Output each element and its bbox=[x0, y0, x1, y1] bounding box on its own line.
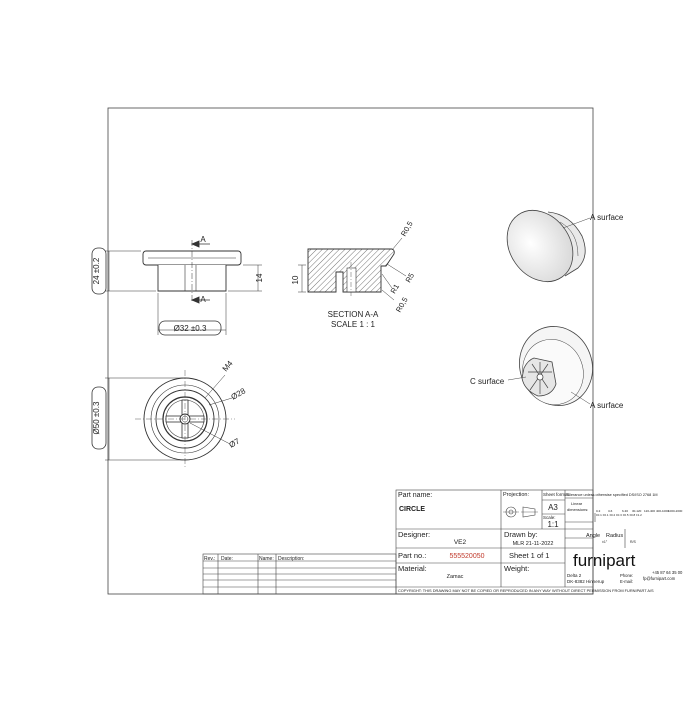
section-caption: SECTION A-A bbox=[328, 310, 379, 319]
tol-values: ±0.1 ±0.1 ±0.2 ±0.3 ±0.5 ±0.8 ±1.2 bbox=[596, 514, 642, 517]
tolerance-title: Tolerance unless otherwise specified DS/… bbox=[566, 493, 658, 497]
linear-label: Linear bbox=[571, 501, 583, 506]
sheet-format-label: Sheet format: bbox=[543, 492, 570, 497]
iso-lower-a-surface: A surface bbox=[590, 401, 624, 410]
weight-label: Weight: bbox=[504, 564, 529, 573]
tol-value: ±0.1 bbox=[602, 513, 609, 517]
material-label: Material: bbox=[398, 564, 427, 573]
part-no-label: Part no.: bbox=[398, 551, 426, 560]
part-no-value: 555520050 bbox=[449, 553, 484, 560]
angle-label: Angle bbox=[586, 533, 600, 539]
sheet-border bbox=[107, 107, 594, 595]
company-address-1: Delta 2 bbox=[567, 573, 582, 578]
designer-label: Designer: bbox=[398, 530, 430, 539]
bottom-inner-dim: Ø7 bbox=[228, 436, 242, 449]
tolerance-table: 0-3 3-6 6-30 30-120 120-400 400-1000 100… bbox=[596, 509, 683, 513]
drawn-by-label: Drawn by: bbox=[504, 530, 538, 539]
tol-value: ±0.3 bbox=[616, 513, 622, 517]
company-address-2: DK-8382 Hinnerup bbox=[567, 579, 605, 584]
section-marker-bottom: A bbox=[200, 295, 206, 304]
tol-value: ±0.8 bbox=[629, 513, 636, 517]
radius-label-1: R0,5 bbox=[399, 220, 415, 238]
front-height-dim: 24 ±0.2 bbox=[92, 257, 101, 284]
section-height-dim: 10 bbox=[291, 275, 300, 284]
bottom-outer-dim: Ø50 ±0.3 bbox=[92, 401, 101, 434]
tol-range: 120-400 bbox=[644, 509, 655, 513]
rev-header-name: Name: bbox=[259, 556, 274, 562]
radius-label-4: R0,5 bbox=[394, 296, 410, 314]
title-block-grid bbox=[395, 489, 626, 595]
projection-label: Projection: bbox=[503, 492, 529, 498]
rev-header-rev: Rev.: bbox=[204, 556, 215, 562]
bottom-mid-dim: Ø28 bbox=[230, 386, 248, 402]
tol-value: ±0.1 bbox=[596, 513, 602, 517]
radius-label-3: R1 bbox=[389, 282, 402, 295]
rev-header-date: Date: bbox=[221, 556, 233, 562]
front-diameter-dim: Ø32 ±0.3 bbox=[174, 324, 207, 333]
material-value: Zamac bbox=[447, 574, 464, 580]
copyright-notice: COPYRIGHT: THIS DRAWING MAY NOT BE COPIE… bbox=[398, 588, 654, 593]
phone-value: +45 87 64 35 00 bbox=[652, 570, 683, 575]
email-label: E-mail: bbox=[620, 579, 633, 584]
radius-value: R/S bbox=[630, 540, 636, 544]
radius-label: Radius bbox=[606, 533, 623, 539]
angle-value: ±1° bbox=[602, 540, 608, 544]
tol-value: ±0.2 bbox=[609, 513, 616, 517]
iso-view-upper bbox=[506, 210, 591, 282]
thread-label: M4 bbox=[221, 359, 235, 374]
tol-value: ±0.5 bbox=[622, 513, 629, 517]
section-marker-top: A bbox=[200, 235, 206, 244]
tol-range: 0-3 bbox=[596, 509, 601, 513]
rev-header-description: Description: bbox=[278, 556, 304, 562]
section-view bbox=[298, 237, 407, 301]
email-value: fp@furnipart.com bbox=[643, 576, 676, 581]
front-flange-dim: 14 bbox=[255, 273, 264, 282]
radius-label-2: R5 bbox=[404, 271, 417, 284]
dimensions-label: dimensions: bbox=[567, 507, 588, 512]
tol-value: ±1.2 bbox=[636, 513, 642, 517]
scale-label: Scale: bbox=[543, 515, 556, 520]
tol-range: 6-30 bbox=[622, 509, 628, 513]
iso-view-lower bbox=[507, 326, 593, 406]
section-scale: SCALE 1 : 1 bbox=[331, 320, 376, 329]
iso-lower-c-surface: C surface bbox=[470, 377, 505, 386]
designer-value: VE2 bbox=[454, 539, 467, 546]
sheet-count: Sheet 1 of 1 bbox=[509, 551, 549, 560]
front-view bbox=[91, 240, 262, 336]
company-logo: furnipart bbox=[573, 551, 636, 570]
phone-label: Phone: bbox=[620, 573, 633, 578]
part-name-value: CIRCLE bbox=[399, 506, 425, 513]
iso-upper-a-surface: A surface bbox=[590, 213, 624, 222]
scale-value: 1:1 bbox=[547, 520, 559, 529]
tol-range: 30-120 bbox=[632, 509, 642, 513]
part-name-label: Part name: bbox=[398, 492, 432, 499]
sheet-format-value: A3 bbox=[548, 503, 558, 512]
revision-table bbox=[202, 553, 397, 595]
bottom-view bbox=[91, 370, 235, 468]
tol-range: 1000-2000 bbox=[668, 509, 683, 513]
drawn-by-value: MLR 21-11-2022 bbox=[513, 541, 554, 547]
tol-range: 3-6 bbox=[608, 509, 613, 513]
tol-range: 400-1000 bbox=[656, 509, 669, 513]
